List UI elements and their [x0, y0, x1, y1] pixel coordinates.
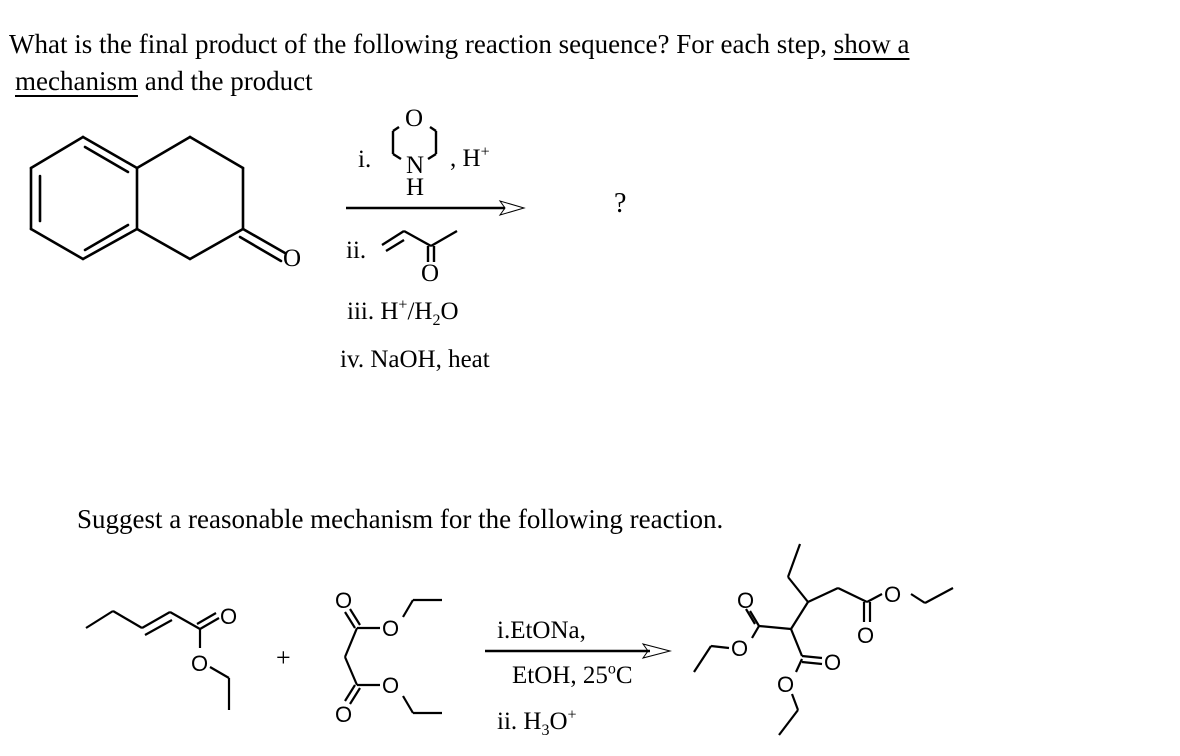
- condition-line-2: EtOH, 25oC: [512, 660, 633, 690]
- degree-sup: o: [607, 660, 616, 678]
- plus-sup: +: [480, 143, 490, 161]
- comma: ,: [450, 145, 457, 172]
- morpholine-nitrogen: N: [406, 152, 425, 179]
- ester-1-ether-O: O: [191, 651, 208, 676]
- step-3-sup: +: [398, 296, 408, 314]
- diethyl-malonate-structure: [343, 598, 442, 715]
- morpholine-hydrogen: H: [406, 174, 425, 201]
- condition-line-1: i.EtONa,: [497, 617, 586, 644]
- product-O-5: O: [824, 650, 841, 675]
- ester-1-carbonyl-O: O: [220, 604, 237, 629]
- product-O-3: O: [737, 588, 754, 613]
- cond2-unit: C: [615, 662, 633, 689]
- reaction-arrow-1: [346, 200, 526, 216]
- tetralone-oxygen: O: [283, 245, 302, 272]
- step-3-sub: 2: [432, 312, 441, 329]
- underlined-show-a: show a: [833, 29, 910, 59]
- step-2-label: ii.: [346, 237, 367, 264]
- question-1-line-2: mechanism and the product: [15, 63, 313, 99]
- cond3-sup: +: [567, 706, 577, 724]
- malonate-O-1: O: [335, 588, 352, 613]
- tetralone-structure: [29, 135, 287, 263]
- product-O-1: O: [884, 582, 901, 607]
- step-1-label: i.: [358, 146, 372, 173]
- malonate-O-3: O: [382, 673, 399, 698]
- malonate-O-4: O: [335, 702, 352, 727]
- morpholine-oxygen: O: [405, 105, 424, 132]
- reaction-arrow-2: [485, 643, 672, 659]
- cond3-sub: 3: [541, 722, 550, 739]
- question-1-text-end: and the product: [137, 66, 313, 96]
- methyl-vinyl-ketone-structure: [381, 229, 458, 262]
- product-O-6: O: [777, 672, 794, 697]
- plus-sign: +: [276, 643, 291, 672]
- malonate-O-2: O: [382, 616, 399, 641]
- product-O-2: O: [857, 623, 874, 648]
- step-3-end: O: [440, 298, 459, 325]
- mvk-oxygen: O: [421, 260, 440, 287]
- step-4: iv. NaOH, heat: [340, 346, 490, 373]
- question-1-line-1: What is the final product of the followi…: [9, 26, 909, 62]
- unknown-product: ?: [614, 188, 627, 219]
- step-3-text: iii. H: [347, 298, 399, 325]
- step-1-acid: , H+: [450, 143, 490, 173]
- question-1-text: What is the final product of the followi…: [9, 29, 834, 59]
- condition-line-3: ii. H3O+: [497, 706, 577, 739]
- underlined-mechanism: mechanism: [15, 66, 138, 96]
- product-structure: [693, 543, 954, 736]
- h-plus: H: [462, 145, 481, 172]
- cond3-mid: O: [549, 708, 568, 735]
- product-O-4: O: [731, 636, 748, 661]
- question-2-text: Suggest a reasonable mechanism for the f…: [77, 504, 724, 534]
- step-3-mid: /H: [407, 298, 433, 325]
- cond2-text: EtOH, 25: [512, 662, 608, 689]
- morpholine-structure: [391, 126, 438, 161]
- cond3-text: ii. H: [497, 708, 542, 735]
- ethyl-pentenoate-structure: [85, 610, 231, 710]
- step-3: iii. H+/H2O: [347, 296, 459, 329]
